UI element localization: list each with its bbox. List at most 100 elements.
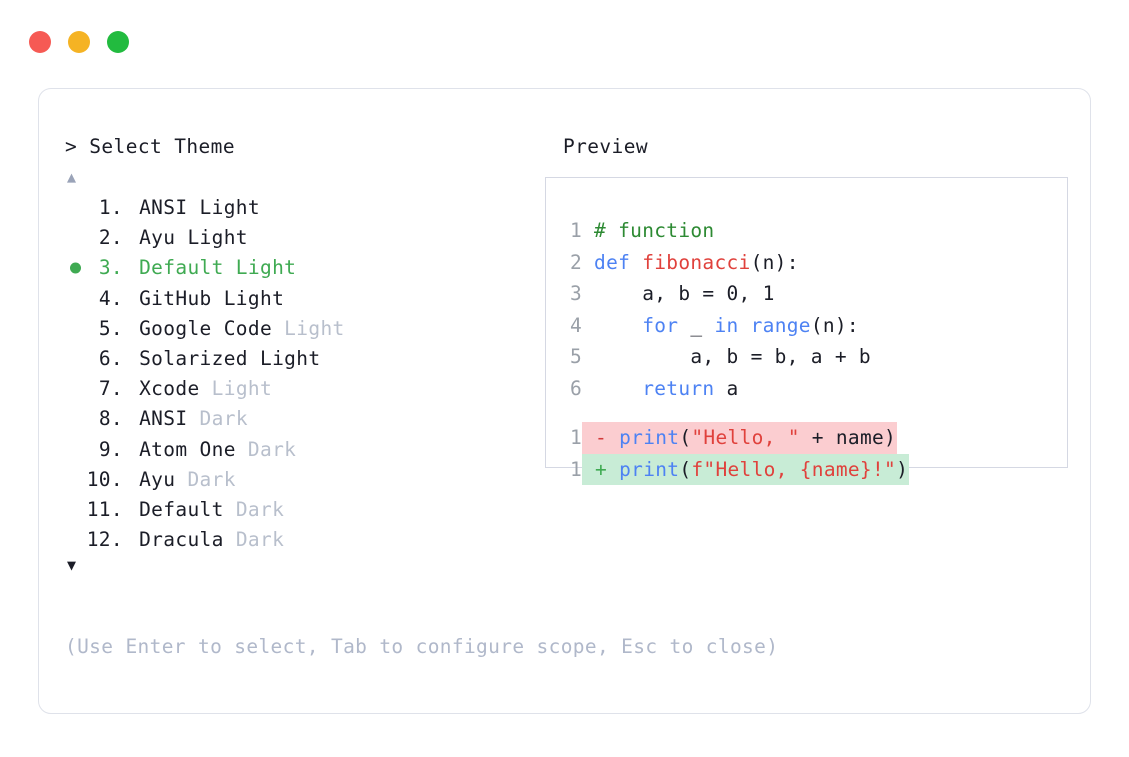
code-token-plain bbox=[739, 314, 751, 337]
code-line: 5 a, b = b, a + b bbox=[562, 341, 1059, 373]
theme-item-variant-tag: Light bbox=[211, 377, 273, 401]
code-token-punct: ( bbox=[679, 457, 692, 481]
diff-line-add: 1 + print(f"Hello, {name}!") bbox=[562, 453, 1059, 485]
maximize-button[interactable] bbox=[107, 31, 129, 53]
theme-item-name: Ayu bbox=[127, 467, 188, 491]
keyboard-hint: (Use Enter to select, Tab to configure s… bbox=[65, 635, 779, 658]
scroll-down-arrow-icon[interactable]: ▼ bbox=[67, 556, 77, 575]
code-line: 6 return a bbox=[562, 373, 1059, 405]
theme-item-name: Google Code bbox=[127, 316, 285, 340]
theme-item-variant-tag: Dark bbox=[235, 497, 285, 521]
theme-list-item[interactable]: 1. ANSI Light bbox=[65, 193, 535, 223]
code-line: 3 a, b = 0, 1 bbox=[562, 278, 1059, 310]
theme-list-item[interactable]: 11. Default Dark bbox=[65, 495, 535, 525]
theme-list-item[interactable]: 3. Default Light bbox=[65, 253, 535, 283]
code-token-builtin: print bbox=[619, 457, 680, 481]
code-token-comment: # function bbox=[594, 219, 715, 242]
theme-item-index: 10. bbox=[86, 467, 123, 491]
theme-item-index: 2. bbox=[98, 226, 123, 250]
theme-list-item[interactable]: 6. Solarized Light bbox=[65, 344, 535, 374]
theme-list-item[interactable]: 4. GitHub Light bbox=[65, 284, 535, 314]
theme-item-variant-tag: Dark bbox=[235, 528, 285, 552]
code-line-number: 3 bbox=[569, 282, 582, 305]
theme-list-item[interactable]: 5. Google Code Light bbox=[65, 314, 535, 344]
theme-item-name: Default Light bbox=[127, 256, 297, 280]
page-title: > Select Theme bbox=[65, 135, 235, 158]
code-token-plain: a, b = 0, 1 bbox=[594, 282, 775, 305]
theme-item-name: Ayu Light bbox=[127, 226, 248, 250]
code-token-string: f"Hello, {name}!" bbox=[691, 457, 897, 481]
theme-item-variant-tag: Dark bbox=[199, 407, 248, 431]
preview-title: Preview bbox=[563, 135, 648, 158]
theme-item-index: 7. bbox=[98, 377, 123, 401]
diff-line-number: 1 bbox=[569, 426, 582, 449]
code-token-punct: ) bbox=[896, 457, 909, 481]
window-controls bbox=[29, 31, 129, 53]
code-line-number: 6 bbox=[569, 376, 582, 400]
theme-item-index: 3. bbox=[98, 256, 123, 280]
diff-line-number: 1 bbox=[569, 457, 582, 481]
code-token-plain: _ bbox=[678, 313, 715, 337]
code-token-plain: + name bbox=[799, 426, 885, 449]
code-token-punct: ( bbox=[679, 426, 692, 449]
code-line-number: 2 bbox=[569, 250, 582, 274]
theme-list-item[interactable]: 9. Atom One Dark bbox=[65, 435, 535, 465]
theme-list-item[interactable]: 7. Xcode Light bbox=[65, 374, 535, 404]
minimize-button[interactable] bbox=[68, 31, 90, 53]
theme-item-index: 12. bbox=[86, 528, 123, 552]
code-token-builtin: range bbox=[750, 313, 811, 337]
code-line-content bbox=[582, 377, 594, 400]
theme-list-item[interactable]: 2. Ayu Light bbox=[65, 223, 535, 253]
code-line: 4 for _ in range(n): bbox=[562, 310, 1059, 342]
theme-item-variant-tag: Dark bbox=[187, 467, 236, 491]
code-token-punct: (n): bbox=[750, 250, 799, 274]
code-token-punct: (n): bbox=[810, 313, 859, 337]
theme-item-index: 8. bbox=[98, 407, 123, 431]
code-token-plain: a, b = b, a + b bbox=[594, 345, 871, 368]
code-token-punct: ) bbox=[884, 426, 897, 449]
theme-item-index: 6. bbox=[98, 346, 123, 370]
theme-item-variant-tag: Light bbox=[284, 316, 345, 340]
theme-item-name: GitHub Light bbox=[127, 286, 285, 310]
theme-list-item[interactable]: 12. Dracula Dark bbox=[65, 525, 535, 555]
code-token-string: "Hello, " bbox=[691, 426, 800, 449]
theme-item-index: 1. bbox=[98, 196, 123, 219]
diff-highlight: + print(f"Hello, {name}!") bbox=[582, 453, 910, 485]
theme-item-name: Solarized Light bbox=[127, 346, 321, 370]
code-spacer bbox=[562, 404, 1059, 422]
selected-indicator-dot-icon bbox=[70, 262, 81, 274]
theme-item-name: Atom One bbox=[127, 437, 248, 461]
code-token-keyword: in bbox=[714, 313, 739, 337]
theme-item-index: 11. bbox=[86, 497, 123, 521]
theme-item-index: 9. bbox=[98, 437, 123, 461]
code-line-number: 5 bbox=[569, 345, 582, 368]
panel-header: > Select Theme Preview bbox=[65, 135, 1064, 161]
code-token-plain bbox=[594, 377, 642, 400]
code-line-content bbox=[582, 314, 594, 337]
diff-marker: + bbox=[583, 457, 620, 481]
code-token-keyword: return bbox=[642, 376, 715, 400]
code-line-content bbox=[582, 251, 594, 274]
diff-line-del: 1 - print("Hello, " + name) bbox=[562, 422, 1059, 454]
theme-list-item[interactable]: 10. Ayu Dark bbox=[65, 465, 535, 495]
scroll-up-arrow-icon[interactable]: ▲ bbox=[67, 168, 77, 186]
diff-highlight: - print("Hello, " + name) bbox=[582, 422, 898, 454]
theme-item-name: ANSI bbox=[127, 407, 200, 431]
theme-item-index: 5. bbox=[98, 316, 123, 340]
code-token-fn: fibonacci bbox=[642, 250, 751, 274]
code-token-plain bbox=[594, 314, 642, 337]
code-line-content bbox=[582, 282, 594, 305]
theme-item-name: Xcode bbox=[127, 377, 212, 401]
code-token-plain bbox=[630, 251, 642, 274]
code-line-content bbox=[582, 219, 594, 242]
close-button[interactable] bbox=[29, 31, 51, 53]
code-line-content bbox=[582, 345, 594, 368]
theme-list-item[interactable]: 8. ANSI Dark bbox=[65, 404, 535, 434]
code-line-number: 1 bbox=[569, 219, 582, 242]
